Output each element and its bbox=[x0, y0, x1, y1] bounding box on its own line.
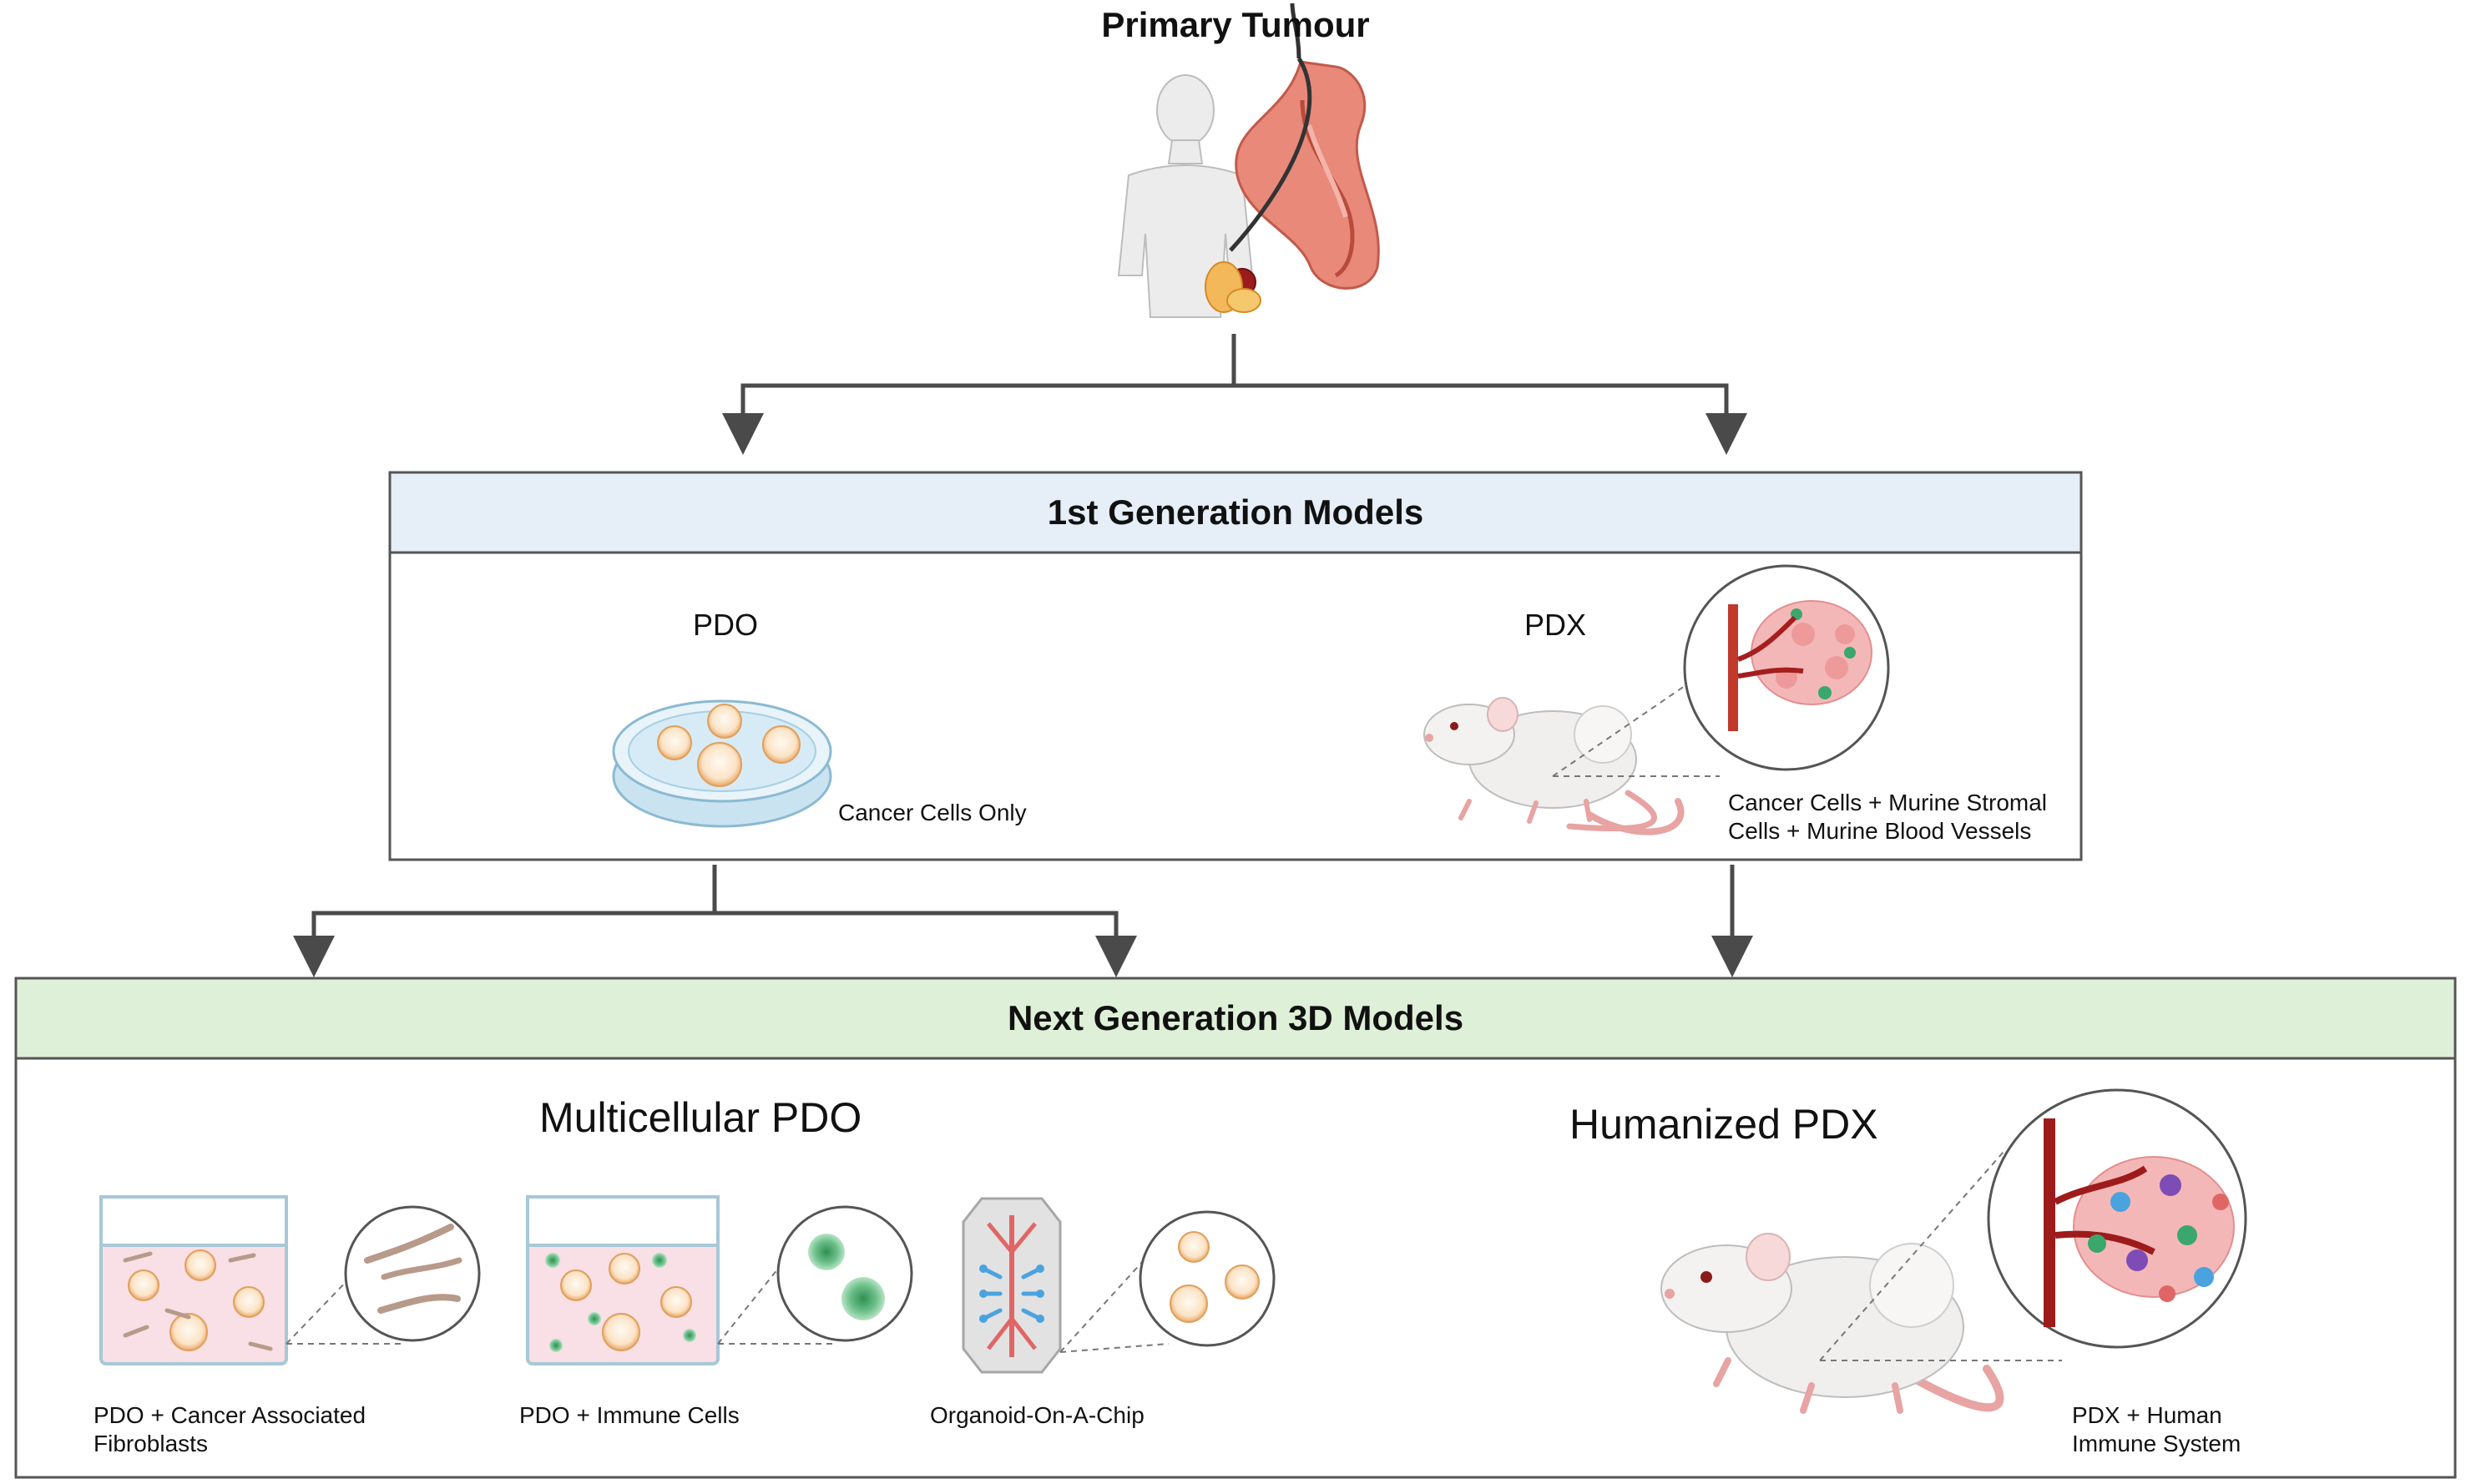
organ-chip-icon bbox=[962, 1197, 1062, 1374]
organoid-icon bbox=[1139, 1210, 1276, 1347]
chip-zoom-lines bbox=[1059, 1259, 1170, 1353]
humanized-tumour-icon bbox=[1987, 1088, 2247, 1349]
humanized-zoom-lines bbox=[1819, 1151, 2062, 1361]
petri-dish-icon bbox=[612, 699, 832, 828]
caf-caption-line1: PDO + Cancer Associated bbox=[93, 1402, 366, 1428]
humanized-mouse-icon bbox=[1660, 1233, 2004, 1414]
mouse-icon bbox=[1423, 697, 1685, 835]
multicellular-pdo-label: Multicellular PDO bbox=[539, 1094, 862, 1141]
immune-zoom-lines bbox=[717, 1259, 835, 1345]
immune-well-icon bbox=[526, 1195, 720, 1365]
fibroblast-icon bbox=[344, 1205, 481, 1342]
humanized-pdx-label: Humanized PDX bbox=[1569, 1101, 1878, 1148]
gen1-heading: 1st Generation Models bbox=[1047, 492, 1424, 532]
chip-caption: Organoid-On-A-Chip bbox=[930, 1402, 1145, 1428]
immune-caption: PDO + Immune Cells bbox=[519, 1402, 740, 1428]
tumour-vasculature-icon bbox=[1683, 564, 1890, 771]
pdx-caption-line2: Cells + Murine Blood Vessels bbox=[1728, 818, 2032, 844]
caf-well-icon bbox=[99, 1195, 288, 1365]
connector-arrows bbox=[293, 334, 1753, 977]
gen1-box bbox=[388, 471, 2083, 861]
diagram-title: Primary Tumour bbox=[1101, 5, 1370, 44]
humanized-caption-line2: Immune System bbox=[2072, 1431, 2241, 1456]
gen2-header-bg bbox=[14, 977, 2457, 1060]
gen2-heading: Next Generation 3D Models bbox=[1007, 998, 1464, 1037]
immune-cell-icon bbox=[776, 1205, 913, 1342]
gen1-header-bg bbox=[388, 471, 2083, 554]
caf-caption-line2: Fibroblasts bbox=[93, 1431, 208, 1456]
pdx-caption-line1: Cancer Cells + Murine Stromal bbox=[1728, 790, 2048, 815]
caf-zoom-lines bbox=[286, 1276, 401, 1345]
pdo-caption: Cancer Cells Only bbox=[838, 800, 1027, 825]
gen2-box bbox=[14, 977, 2457, 1479]
humanized-caption-line1: PDX + Human bbox=[2072, 1402, 2222, 1428]
stomach-icon bbox=[1205, 3, 1380, 313]
pdo-label: PDO bbox=[693, 608, 759, 642]
pdx-label: PDX bbox=[1524, 608, 1587, 642]
